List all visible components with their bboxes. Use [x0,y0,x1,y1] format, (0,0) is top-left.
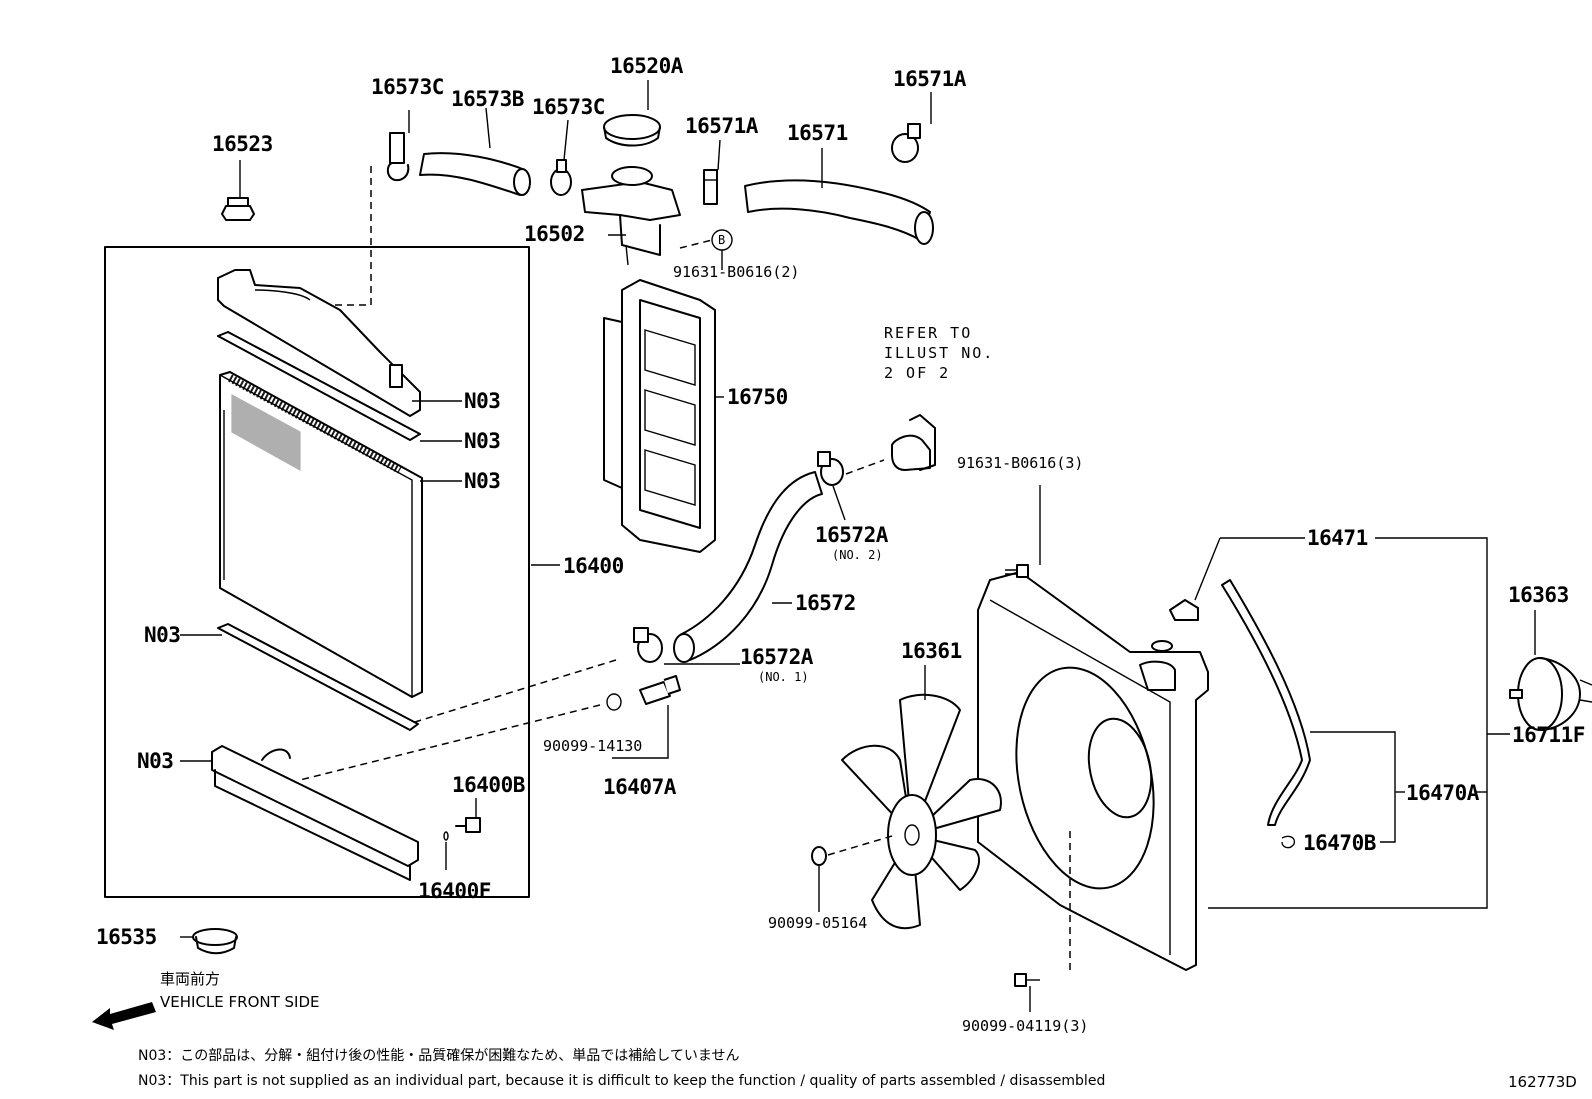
label-16502: 16502 [524,222,585,246]
radiator-group-box [104,246,530,898]
air-guide-16750 [603,279,716,553]
bolt-90099-04119 [1014,973,1040,987]
label-16361: 16361 [901,639,962,663]
hose-16470a [1221,579,1311,826]
label-refer-to: REFER TO [884,324,973,342]
clamp-16573c-right [550,159,572,196]
water-outlet-ref [891,414,936,471]
sensor-16407a [639,675,681,705]
label-n03: N03 [144,623,181,647]
label-16571a: 16571A [893,67,966,91]
label-no2: (NO. 2) [832,548,883,562]
label-16400b: 16400B [452,773,525,797]
label-90099-14130: 90099-14130 [543,737,643,755]
cap-16520a [603,114,661,147]
fan-motor-16363 [1509,657,1592,731]
label-16571: 16571 [787,121,848,145]
drain-cock-16400b [455,817,481,833]
label-91631-b0616-3: 91631-B0616(3) [957,454,1084,472]
clamp-16571a-top [891,123,921,163]
label-16470b: 16470B [1303,831,1376,855]
cap-16535 [192,928,238,955]
fan-16361 [841,693,1002,930]
clip-16471 [1169,599,1199,621]
filler-neck-16502 [581,166,681,266]
label-16471: 16471 [1307,526,1368,550]
note-n03-en: N03：This part is not supplied as an indi… [138,1073,1106,1089]
label-16363: 16363 [1508,583,1569,607]
oring-90099-14130 [606,693,622,711]
bolt-91631-b0616 [1005,564,1029,578]
clamp-16572a-no1 [633,627,663,663]
label-no1: (NO. 1) [758,670,809,684]
label-16711f: 16711F [1512,723,1585,747]
label-16400f: 16400F [418,879,491,903]
note-n03-jp: N03：この部品は、分解・組付け後の性能・品質確保が困難なため、単品では補給して… [138,1048,740,1064]
direction-label-jp: 車両前方 [160,970,221,988]
label-ref-b: B [718,233,726,247]
clamp-16470b [1281,835,1296,849]
label-16407a: 16407A [603,775,676,799]
label-16572a-no1: 16572A [740,645,813,669]
label-16535: 16535 [96,925,157,949]
label-16573c: 16573C [371,75,444,99]
label-16523: 16523 [212,132,273,156]
gasket-upper [217,331,421,441]
gasket-lower [217,623,419,731]
label-n03: N03 [464,469,501,493]
label-90099-05164: 90099-05164 [768,914,868,932]
fan-shroud [977,571,1209,971]
oring-16400f [443,831,449,841]
hose-16572 [673,471,823,663]
hose-16573b [419,152,531,196]
label-16750: 16750 [727,385,788,409]
label-n03: N03 [464,389,501,413]
clamp-16573c-left [386,132,410,182]
label-16400: 16400 [563,554,624,578]
hose-16571 [744,179,934,245]
label-2-of-2: 2 OF 2 [884,364,951,382]
label-16573c: 16573C [532,95,605,119]
label-n03: N03 [137,749,174,773]
label-16573b: 16573B [451,87,524,111]
upper-tank [217,269,421,417]
label-n03: N03 [464,429,501,453]
figure-id: 162773D [1508,1073,1577,1091]
clamp-16571a-near [703,169,718,205]
lower-tank [211,745,419,881]
plug-16523 [221,197,255,221]
label-16520a: 16520A [610,54,683,78]
vehicle-front-arrow [92,1002,156,1030]
label-16572: 16572 [795,591,856,615]
label-16470a: 16470A [1406,781,1479,805]
nut-90099-05164 [811,846,827,866]
label-91631-b0616-2: 91631-B0616(2) [673,263,800,281]
label-16571a: 16571A [685,114,758,138]
label-90099-04119-3: 90099-04119(3) [962,1017,1089,1035]
label-illust-no: ILLUST NO. [884,344,995,362]
clamp-16572a-no2 [817,451,844,486]
direction-label-en: VEHICLE FRONT SIDE [160,993,320,1011]
label-16572a-no2: 16572A [815,523,888,547]
radiator-core [219,371,423,698]
